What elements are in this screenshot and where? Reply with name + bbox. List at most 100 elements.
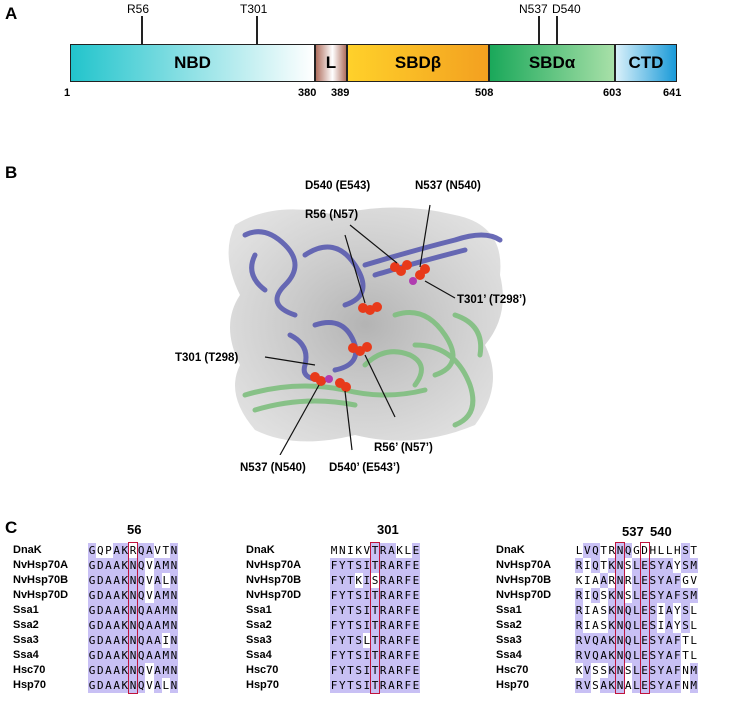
residue-cell: R xyxy=(395,573,404,588)
residue-cell: Y xyxy=(338,678,347,693)
residue-cell: V xyxy=(146,589,153,602)
residue-cell: E xyxy=(411,543,421,558)
residue-cell: Y xyxy=(674,559,681,572)
residue-cell: F xyxy=(330,573,339,588)
residue-cell: E xyxy=(640,558,649,573)
residue-cell: T xyxy=(346,558,355,573)
species-name: Ssa3 xyxy=(496,634,522,646)
highlight-box-540 xyxy=(640,542,650,694)
residue-cell: R xyxy=(575,648,584,663)
residue-cell: A xyxy=(112,618,121,633)
residue-cell: G xyxy=(88,573,97,588)
residue-cell: T xyxy=(346,603,355,618)
residue-cell: K xyxy=(396,544,403,557)
residue-cell: L xyxy=(162,679,170,692)
residue-cell: R xyxy=(379,678,388,693)
residue-cell: Q xyxy=(137,558,146,573)
residue-cell: T xyxy=(682,634,689,647)
residue-cell: S xyxy=(648,678,657,693)
residue-cell: S xyxy=(648,648,657,663)
residue-cell: Y xyxy=(656,588,666,603)
residue-cell: T xyxy=(346,618,355,633)
residue-cell: S xyxy=(354,663,363,678)
residue-cell: Q xyxy=(137,603,146,618)
residue-cell: A xyxy=(145,618,154,633)
residue-cell: I xyxy=(583,589,591,602)
residue-cell: F xyxy=(673,678,682,693)
residue-cell: I xyxy=(162,634,170,647)
residue-cell: L xyxy=(690,634,698,647)
residue-cell: S xyxy=(681,603,690,618)
species-name: Ssa1 xyxy=(13,604,39,616)
residue-cell: T xyxy=(370,543,380,558)
residue-cell: G xyxy=(88,648,97,663)
residue-cell: A xyxy=(665,633,674,648)
residue-cell: S xyxy=(592,679,599,692)
residue-cell: L xyxy=(363,634,371,647)
residue-cell: K xyxy=(120,603,129,618)
residue-cell: Y xyxy=(338,558,347,573)
residue-cell: L xyxy=(632,573,641,588)
residue-tick-641: 641 xyxy=(663,87,682,99)
residue-cell: T xyxy=(346,588,355,603)
residue-cell: N xyxy=(128,558,138,573)
position-label-540: 540 xyxy=(650,524,672,539)
residue-cell: N xyxy=(169,648,179,663)
residue-cell: I xyxy=(583,559,591,572)
residue-cell: K xyxy=(120,633,129,648)
residue-cell: M xyxy=(161,648,170,663)
residue-cell: Q xyxy=(137,588,146,603)
residue-cell: I xyxy=(583,574,591,587)
residue-cell: I xyxy=(347,544,354,557)
species-name: Hsc70 xyxy=(246,664,279,676)
residue-cell: Y xyxy=(338,573,347,588)
species-name: Ssa1 xyxy=(496,604,522,616)
residue-cell: E xyxy=(640,663,649,678)
species-names-block-1: DnaK NvHsp70A NvHsp70B NvHsp70D Ssa1 Ssa… xyxy=(13,543,68,693)
residue-cell: R xyxy=(129,544,137,557)
residue-cell: M xyxy=(689,558,698,573)
residue-cell: A xyxy=(145,603,154,618)
residue-cell: A xyxy=(104,618,113,633)
residue-cell: F xyxy=(403,678,412,693)
residue-cell: T xyxy=(346,678,355,693)
residue-cell: S xyxy=(354,603,363,618)
residue-cell: Q xyxy=(591,558,600,573)
residue-cell: K xyxy=(355,544,362,557)
residue-cell: R xyxy=(395,558,404,573)
residue-cell: A xyxy=(112,663,121,678)
residue-cell: Q xyxy=(624,618,633,633)
residue-cell: N xyxy=(615,633,625,648)
residue-cell: A xyxy=(112,633,121,648)
residue-cell: A xyxy=(387,543,396,558)
residue-cell: D xyxy=(96,648,105,663)
residue-cell: Q xyxy=(96,544,104,557)
residue-cell: Q xyxy=(137,678,146,693)
residue-cell: K xyxy=(120,543,129,558)
residue-cell: N xyxy=(128,678,138,693)
residue-cell: S xyxy=(354,633,363,648)
residue-cell: K xyxy=(607,558,616,573)
residue-cell: Y xyxy=(338,663,347,678)
residue-cell: Y xyxy=(338,648,347,663)
residue-cell: A xyxy=(599,648,608,663)
residue-cell: S xyxy=(648,588,657,603)
residue-cell: L xyxy=(632,633,641,648)
species-name: Ssa2 xyxy=(13,619,39,631)
species-name: DnaK xyxy=(246,544,275,556)
residue-cell: D xyxy=(96,618,105,633)
residue-cell: Y xyxy=(656,678,666,693)
residue-cell: E xyxy=(640,573,649,588)
residue-cell: T xyxy=(162,544,170,557)
residue-cell: E xyxy=(640,588,649,603)
residue-cell: I xyxy=(362,588,371,603)
residue-cell: R xyxy=(395,648,404,663)
residue-cell: D xyxy=(641,544,648,557)
residue-cell: K xyxy=(607,633,616,648)
